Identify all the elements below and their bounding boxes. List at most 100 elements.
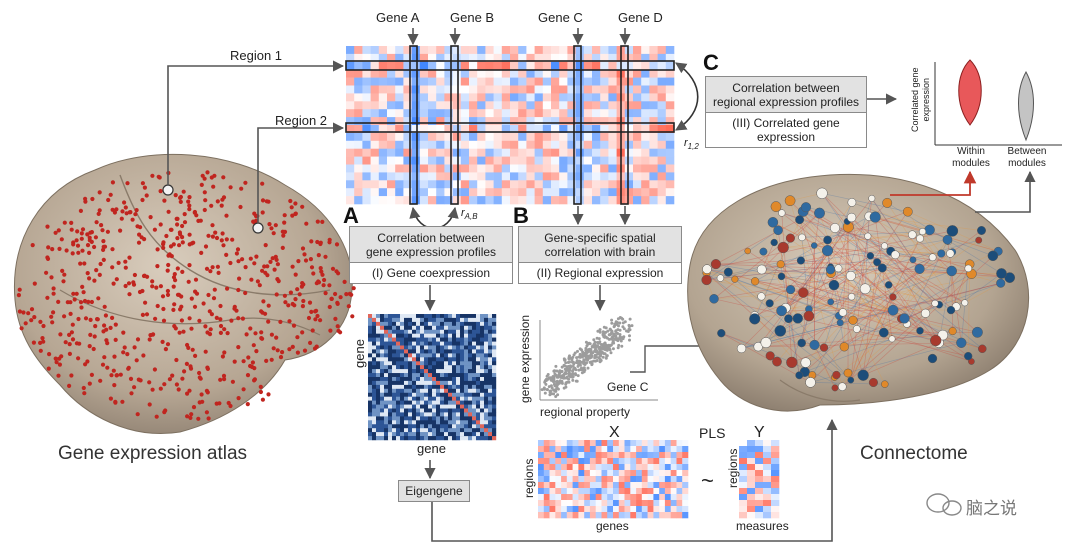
pls-x-cell xyxy=(549,482,556,489)
matrix-cell xyxy=(452,125,462,134)
sample-dot xyxy=(45,224,50,229)
sample-dot xyxy=(61,279,66,284)
coexpression-cell xyxy=(488,436,493,441)
connectome-edge xyxy=(919,268,952,272)
coexpression-cell xyxy=(436,388,441,393)
coexpression-cell xyxy=(476,333,481,338)
matrix-cell xyxy=(542,180,552,189)
pls-x-cell xyxy=(549,470,556,477)
matrix-cell xyxy=(592,164,601,173)
matrix-cell xyxy=(387,180,396,189)
coexpression-cell xyxy=(416,384,421,390)
matrix-cell xyxy=(559,148,568,157)
coexpression-cell xyxy=(388,412,393,417)
matrix-cell xyxy=(346,61,355,70)
coexpression-cell xyxy=(392,396,397,401)
matrix-cell xyxy=(362,148,371,157)
pls-y-cell xyxy=(771,458,780,465)
scatter-point xyxy=(584,350,588,354)
connectome-node xyxy=(786,356,798,369)
pls-x-cell xyxy=(538,494,545,501)
coexpression-cell xyxy=(452,369,457,374)
coexpression-cell xyxy=(440,373,445,378)
sample-dot xyxy=(199,182,204,187)
matrix-cell xyxy=(387,85,396,94)
matrix-cell xyxy=(378,172,388,181)
coexpression-cell xyxy=(420,345,425,350)
coexpression-cell xyxy=(448,373,453,378)
coexpression-cell xyxy=(432,349,437,354)
sample-dot xyxy=(219,203,224,208)
pls-x-cell xyxy=(670,506,677,513)
sample-dot xyxy=(203,324,208,329)
coexpression-cell xyxy=(492,333,497,338)
pls-x-cell xyxy=(641,512,648,519)
pls-x-cell xyxy=(653,470,660,477)
matrix-cell xyxy=(477,53,486,63)
matrix-cell xyxy=(624,69,634,78)
sample-dot xyxy=(45,256,51,261)
scatter-point xyxy=(559,376,563,379)
scatter-point xyxy=(550,392,554,396)
matrix-cell xyxy=(624,85,634,94)
coexpression-cell xyxy=(472,432,477,437)
panel-a-description: Correlation between gene expression prof… xyxy=(350,227,512,262)
matrix-cell xyxy=(460,117,470,126)
pls-x-cell xyxy=(636,512,643,519)
coexpression-cell xyxy=(368,436,373,441)
matrix-cell xyxy=(452,93,462,102)
connectome-edge xyxy=(901,268,920,319)
sample-dot xyxy=(182,220,188,225)
pls-x-cell xyxy=(647,440,654,447)
coexpression-cell xyxy=(412,349,417,354)
connectome-node xyxy=(884,281,893,289)
pls-y-cell xyxy=(755,494,764,501)
coexpression-cell xyxy=(392,377,397,382)
pls-x-cell xyxy=(647,476,654,483)
pls-x-cell xyxy=(659,494,666,501)
matrix-cell xyxy=(493,180,503,189)
connectome-edge xyxy=(720,266,831,279)
coexpression-cell xyxy=(372,392,377,397)
pls-x-cell xyxy=(566,482,573,489)
sample-dot xyxy=(123,265,128,270)
coexpression-cell xyxy=(412,392,417,397)
coexpression-cell xyxy=(464,365,469,370)
scatter-point xyxy=(545,388,549,391)
coexpression-cell xyxy=(416,361,421,366)
matrix-cell xyxy=(485,93,494,102)
coexpression-cell xyxy=(480,361,485,366)
coexpression-cell xyxy=(452,380,457,386)
scatter-point xyxy=(614,329,618,333)
pls-x-cell xyxy=(561,476,568,483)
matrix-cell xyxy=(608,148,617,157)
coexpression-cell xyxy=(436,420,441,425)
coexpression-cell xyxy=(408,420,413,425)
coexpression-cell xyxy=(372,337,377,342)
connectome-edge xyxy=(781,276,905,319)
sample-dot xyxy=(152,367,157,372)
coexpression-cell xyxy=(480,416,485,421)
connectome-edge xyxy=(781,212,969,357)
coexpression-cell xyxy=(440,416,445,421)
scatter-point xyxy=(570,360,574,364)
matrix-cell xyxy=(510,172,519,181)
matrix-cell xyxy=(378,132,388,142)
coexpression-cell xyxy=(416,345,421,350)
sample-dot xyxy=(346,304,351,309)
coexpression-cell xyxy=(468,337,473,342)
matrix-cell xyxy=(592,46,601,55)
coexpression-cell xyxy=(492,365,497,370)
sample-dot xyxy=(51,291,56,296)
pls-x-cell xyxy=(561,464,568,471)
connectome-edge xyxy=(788,221,848,319)
pls-x-cell xyxy=(682,500,689,507)
coexpression-cell xyxy=(456,408,461,413)
sample-dot xyxy=(170,373,175,378)
coexpression-cell xyxy=(408,321,413,327)
pls-x-cell xyxy=(561,494,568,501)
connectome-node xyxy=(878,327,889,338)
coexpression-cell xyxy=(420,388,425,393)
connectome-node xyxy=(931,299,939,307)
matrix-cell xyxy=(378,69,388,78)
